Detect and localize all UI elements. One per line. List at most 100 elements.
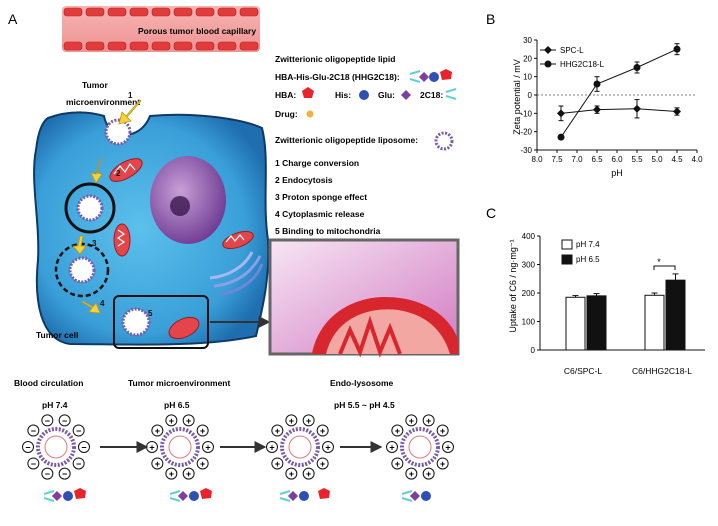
chart-c-legend-swatch-74 (561, 239, 573, 250)
chart-b-x-tick-label: 8.0 (531, 155, 543, 164)
glu-label: Glu: (378, 90, 395, 100)
step-number-2: 2 (116, 169, 121, 178)
tumor-cell-label: Tumor cell (36, 330, 78, 340)
lipid-molecules (43, 488, 431, 502)
chart-c-y-tick-label: 0 (531, 346, 536, 355)
chart-b-legend-marker-hhg (544, 60, 552, 68)
svg-text:+: + (440, 459, 445, 469)
ph-5-5-4-5: pH 5.5 ~ pH 4.5 (334, 400, 395, 410)
step-1: 1 Charge conversion (275, 158, 359, 168)
svg-text:+: + (200, 426, 205, 436)
svg-text:−: − (62, 469, 67, 479)
hba-icon (302, 87, 314, 98)
chart-b-point-spc (673, 107, 681, 116)
chart-b-line-1 (560, 48, 678, 138)
target-box (113, 295, 209, 349)
lipid-formula: HBA-His-Glu-2C18 (HHG2C18): (275, 72, 400, 82)
stage-labels: Blood circulation Tumor microenvironment… (14, 378, 395, 410)
chart-b-y-tick-label: 10 (523, 73, 532, 82)
svg-text:+: + (149, 443, 154, 453)
process-arrows (72, 99, 142, 314)
chart-c-bar-1-1 (665, 279, 686, 351)
chart-b-x-tick-label: 4.0 (691, 155, 703, 164)
chart-b-point-spc (593, 105, 601, 114)
step-3: 3 Proton sponge effect (275, 192, 367, 202)
chart-c-cat-2: C6/HHG2C18-L (632, 366, 692, 376)
capillary-label: Porous tumor blood capillary (138, 26, 256, 36)
chart-b-line-0 (560, 108, 678, 114)
chart-c-y-tick-label: 300 (522, 261, 536, 270)
svg-text:+: + (426, 416, 431, 426)
svg-text:+: + (155, 459, 160, 469)
chart-b-point-hhg (557, 133, 565, 141)
chart-c-bar-0-1 (586, 295, 607, 351)
stage-endo-lysosome: Endo-lysosome (330, 378, 394, 388)
svg-text:−: − (31, 459, 36, 469)
chart-c-ylabel: Uptake of C6 / ng·mg⁻¹ (508, 239, 518, 332)
chart-c-legend-65: pH 6.5 (576, 255, 600, 264)
svg-text:+: + (389, 443, 394, 453)
chart-c-y-tick-label: 400 (522, 232, 536, 241)
svg-text:+: + (409, 469, 414, 479)
glu-icon (401, 90, 411, 100)
chart-b-legend-hhg: HHG2C18-L (560, 60, 605, 69)
liposome-3: ++++++++++ (266, 414, 334, 480)
drug-icon (306, 110, 314, 118)
step-number-1: 1 (128, 91, 133, 100)
tumor-label: Tumor (82, 80, 109, 90)
chart-c-bar-1-0 (644, 294, 665, 351)
svg-text:+: + (325, 443, 330, 453)
released-liposome (121, 307, 151, 337)
chart-b-y-tick-label: 20 (523, 54, 532, 63)
liposome-1: −−−−−−−−−− (22, 414, 90, 480)
svg-text:+: + (445, 443, 450, 453)
step-number-5: 5 (148, 309, 153, 318)
chart-b-x-tick-label: 5.5 (631, 155, 643, 164)
hba-label: HBA: (275, 90, 296, 100)
svg-text:+: + (395, 459, 400, 469)
c18-icon (445, 88, 457, 100)
svg-text:−: − (31, 426, 36, 436)
mitochondria (109, 158, 254, 257)
svg-text:+: + (289, 416, 294, 426)
chart-b-y-tick-label: -30 (520, 146, 532, 155)
svg-text:+: + (440, 426, 445, 436)
chart-b-y-tick-label: -10 (520, 109, 532, 118)
chart-c-cat-1: C6/SPC-L (564, 366, 603, 376)
chart-b-x-tick-label: 6.0 (611, 155, 623, 164)
lipid-icon (409, 69, 452, 83)
chart-b-ylabel: Zeta potential / mV (512, 59, 522, 135)
svg-text:+: + (320, 426, 325, 436)
svg-text:+: + (409, 416, 414, 426)
chart-b-legend-marker-spc (544, 46, 552, 54)
svg-text:−: − (45, 416, 50, 426)
drug-label: Drug: (275, 109, 298, 119)
target-mitochondrion (168, 316, 200, 340)
svg-text:+: + (320, 459, 325, 469)
chart-b-point-hhg (633, 64, 641, 71)
significance-star: * (657, 257, 661, 267)
svg-text:+: + (169, 469, 174, 479)
panel-c-label: C (486, 205, 496, 221)
chart-c-y-tick-label: 200 (522, 289, 536, 298)
svg-text:+: + (306, 469, 311, 479)
step-5: 5 Binding to mitochondria (275, 226, 381, 236)
chart-b-point-hhg (673, 45, 681, 53)
stage-blood-circulation: Blood circulation (14, 378, 83, 388)
entering-liposome (104, 118, 132, 146)
step-2: 2 Endocytosis (275, 175, 333, 185)
endo-lysosome (54, 242, 110, 298)
chart-c-legend-swatch-65 (561, 254, 573, 265)
svg-text:−: − (76, 459, 81, 469)
zoom-panel (268, 238, 460, 358)
svg-text:−: − (62, 416, 67, 426)
chart-b-y-tick-label: 0 (528, 91, 533, 100)
chart-b-x-tick-label: 7.0 (571, 155, 583, 164)
ph-6-5: pH 6.5 (164, 400, 190, 410)
chart-b-x-tick-label: 7.5 (551, 155, 563, 164)
step-number-3: 3 (92, 239, 97, 248)
svg-text:+: + (275, 459, 280, 469)
stage-tumor-microenvironment: Tumor microenvironment (128, 378, 230, 388)
